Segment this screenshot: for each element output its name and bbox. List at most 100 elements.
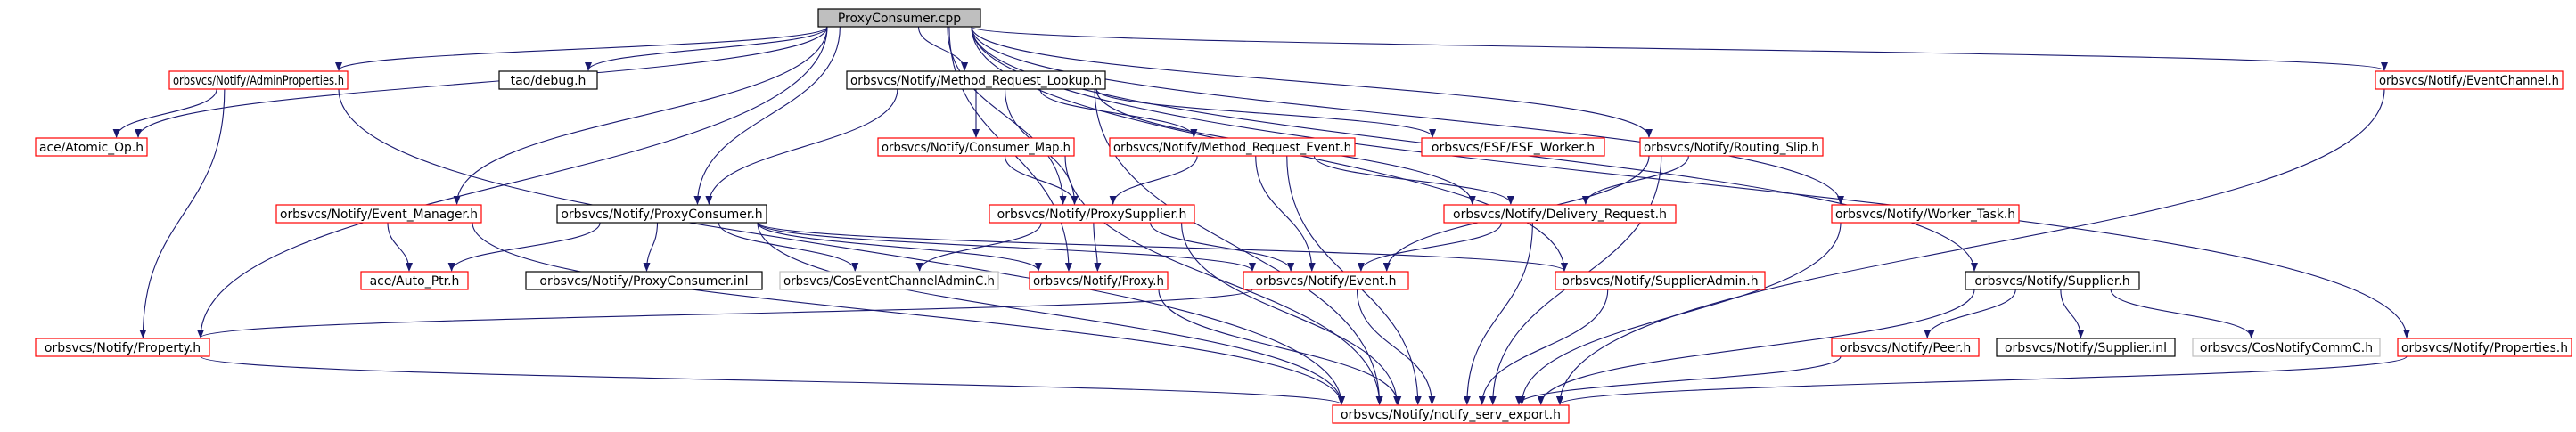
node-label: orbsvcs/Notify/Event.h [1255, 274, 1396, 289]
node-property_h[interactable]: orbsvcs/Notify/Property.h [35, 338, 210, 357]
edge-supplier_h-to-serv_export [1537, 289, 1975, 405]
edge-mrl-to-proxy_consumer_h [705, 88, 898, 205]
node-atomic_op[interactable]: ace/Atomic_Op.h [35, 137, 148, 157]
node-box [989, 204, 1195, 224]
node-box [877, 137, 1075, 157]
edge-proxy_supplier-to-event_h [1150, 222, 1295, 272]
node-admin_props[interactable]: orbsvcs/Notify/AdminProperties.h [168, 70, 349, 90]
node-label: orbsvcs/Notify/ProxyConsumer.inl [539, 274, 748, 289]
edge-proxy_consumer_h-to-auto_ptr [447, 222, 601, 272]
node-proxy_consumer_inl[interactable]: orbsvcs/Notify/ProxyConsumer.inl [525, 271, 763, 290]
edge-root-to-property_h [197, 26, 828, 338]
node-box [1421, 137, 1605, 157]
edge-root-to-properties_h [971, 26, 2410, 338]
node-auto_ptr[interactable]: ace/Auto_Ptr.h [360, 271, 469, 290]
node-box [846, 70, 1106, 90]
node-supplier_inl[interactable]: orbsvcs/Notify/Supplier.inl [1996, 338, 2176, 357]
node-proxy_consumer_h[interactable]: orbsvcs/Notify/ProxyConsumer.h [556, 204, 767, 224]
node-label: orbsvcs/CosNotifyCommC.h [2200, 341, 2373, 355]
edge-supplier_h-to-supplier_inl [2060, 289, 2085, 338]
edge-supplier_h-to-peer_h [1924, 289, 2016, 338]
node-box [556, 204, 767, 224]
node-label: tao/debug.h [511, 74, 587, 88]
edge-proxy_h-to-serv_export [1158, 289, 1402, 405]
edge-root-to-mrl [917, 26, 969, 71]
edge-event_channel-to-serv_export [1556, 88, 2385, 405]
edge-proxy_supplier-to-serv_export [1181, 222, 1401, 405]
node-label: orbsvcs/Notify/Properties.h [2401, 341, 2568, 355]
edge-property_h-to-serv_export [200, 355, 1345, 405]
node-label: ace/Auto_Ptr.h [370, 274, 460, 289]
edge-root-to-event_manager [453, 26, 828, 205]
node-root[interactable]: ProxyConsumer.cpp [817, 8, 981, 28]
edge-proxy_consumer_h-to-supplier_admin [757, 222, 1568, 272]
node-box [168, 70, 349, 90]
node-box [35, 137, 148, 157]
node-event_h[interactable]: orbsvcs/Notify/Event.h [1243, 271, 1409, 290]
node-tao_debug[interactable]: tao/debug.h [498, 70, 598, 90]
node-routing_slip[interactable]: orbsvcs/Notify/Routing_Slip.h [1639, 137, 1824, 157]
node-label: ProxyConsumer.cpp [838, 12, 961, 26]
node-box [1965, 271, 2140, 290]
node-label: orbsvcs/Notify/EventChannel.h [2379, 74, 2559, 88]
node-cos_notify_comm[interactable]: orbsvcs/CosNotifyCommC.h [2192, 338, 2381, 357]
node-box [525, 271, 763, 290]
edge-event_manager-to-serv_export [472, 222, 1345, 405]
node-label: orbsvcs/ESF/ESF_Worker.h [1432, 141, 1595, 155]
node-label: orbsvcs/Notify/Supplier.h [1974, 274, 2129, 289]
node-box [779, 271, 999, 290]
node-delivery_request[interactable]: orbsvcs/Notify/Delivery_Request.h [1443, 204, 1677, 224]
node-box [1332, 404, 1570, 424]
node-label: orbsvcs/Notify/Method_Request_Lookup.h [850, 74, 1102, 88]
node-mre[interactable]: orbsvcs/Notify/Method_Request_Event.h [1109, 137, 1356, 157]
edge-supplier_h-to-cos_notify_comm [2110, 289, 2255, 338]
edge-proxy_consumer_h-to-proxy_consumer_inl [643, 222, 659, 272]
edge-mre-to-event_h [1255, 155, 1316, 272]
node-proxy_h[interactable]: orbsvcs/Notify/Proxy.h [1029, 271, 1169, 290]
node-label: ace/Atomic_Op.h [39, 141, 144, 155]
node-box [1831, 338, 1980, 357]
edge-root-to-admin_props [335, 26, 828, 71]
edge-proxy_consumer_h-to-serv_export [757, 222, 1345, 405]
edge-mrl-to-mre [1039, 88, 1198, 138]
node-label: orbsvcs/CosEventChannelAdminC.h [783, 274, 995, 289]
edge-routing_slip-to-delivery_request [1581, 155, 1689, 205]
node-event_manager[interactable]: orbsvcs/Notify/Event_Manager.h [275, 204, 482, 224]
edge-proxy_consumer_h-to-cos_ec_admin [718, 222, 859, 272]
node-box [360, 271, 469, 290]
node-supplier_admin[interactable]: orbsvcs/Notify/SupplierAdmin.h [1555, 271, 1766, 290]
node-mrl[interactable]: orbsvcs/Notify/Method_Request_Lookup.h [846, 70, 1106, 90]
node-label: orbsvcs/Notify/Proxy.h [1033, 274, 1164, 289]
edge-root-to-event_channel [971, 26, 2388, 71]
edge-root-to-atomic_op [135, 26, 828, 138]
node-box [1996, 338, 2176, 357]
node-box [1443, 204, 1677, 224]
edge-proxy_consumer_h-to-proxy_h [757, 222, 1042, 272]
edge-mrl-to-esf_worker [1095, 88, 1437, 138]
edge-mre-to-delivery_request [1313, 155, 1514, 205]
node-label: orbsvcs/Notify/AdminProperties.h [173, 74, 344, 88]
node-event_channel[interactable]: orbsvcs/Notify/EventChannel.h [2375, 70, 2564, 90]
node-esf_worker[interactable]: orbsvcs/ESF/ESF_Worker.h [1421, 137, 1605, 157]
edge-event_manager-to-auto_ptr [387, 222, 413, 272]
node-label: orbsvcs/Notify/Routing_Slip.h [1644, 141, 1819, 155]
edge-proxy_supplier-to-proxy_h [1093, 222, 1102, 272]
node-label: orbsvcs/Notify/Property.h [45, 341, 201, 355]
node-worker_task[interactable]: orbsvcs/Notify/Worker_Task.h [1831, 204, 2020, 224]
edge-mre-to-proxy_supplier [1109, 155, 1198, 205]
node-cos_ec_admin[interactable]: orbsvcs/CosEventChannelAdminC.h [779, 271, 999, 290]
edge-proxy_supplier-to-cos_ec_admin [915, 222, 1042, 272]
node-label: orbsvcs/Notify/SupplierAdmin.h [1562, 274, 1758, 289]
edge-consumer_map-to-proxy_supplier [1004, 155, 1079, 205]
edge-root-to-proxy_supplier [947, 26, 1067, 205]
edge-delivery_request-to-serv_export [1463, 222, 1533, 405]
node-supplier_h[interactable]: orbsvcs/Notify/Supplier.h [1965, 271, 2140, 290]
node-proxy_supplier[interactable]: orbsvcs/Notify/ProxySupplier.h [989, 204, 1195, 224]
node-label: orbsvcs/Notify/Consumer_Map.h [882, 141, 1071, 155]
node-box [1109, 137, 1356, 157]
node-serv_export[interactable]: orbsvcs/Notify/notify_serv_export.h [1332, 404, 1570, 424]
node-properties_h[interactable]: orbsvcs/Notify/Properties.h [2397, 338, 2572, 357]
node-peer_h[interactable]: orbsvcs/Notify/Peer.h [1831, 338, 1980, 357]
node-consumer_map[interactable]: orbsvcs/Notify/Consumer_Map.h [877, 137, 1075, 157]
edge-admin_props-to-atomic_op [112, 88, 217, 138]
